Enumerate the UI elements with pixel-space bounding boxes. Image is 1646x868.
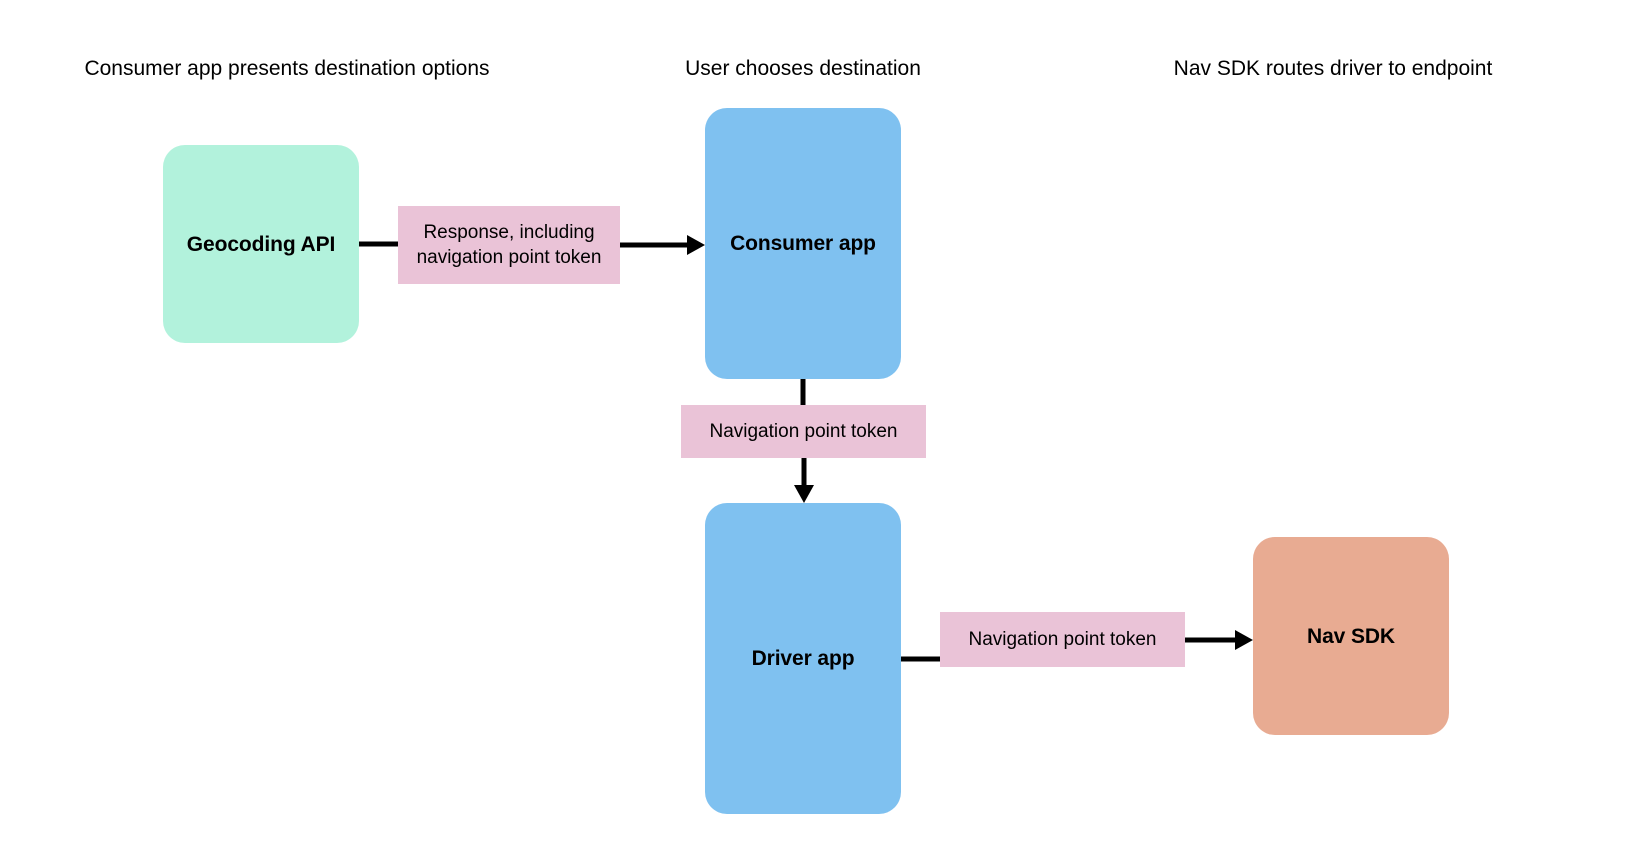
node-geocoding-api-label: Geocoding API [186,232,336,256]
edge-label-navigation-point-token-driver-navsdk-text: Navigation point token [968,629,1157,650]
node-driver-app[interactable]: Driver app [705,503,901,814]
connector-geocoding-to-label [359,234,398,254]
edge-label-navigation-point-token-driver-navsdk: Navigation point token [940,612,1185,667]
connector-label-to-navsdk [1185,629,1253,650]
column-header-user: User chooses destination [685,57,921,80]
node-driver-app-label: Driver app [751,647,855,670]
edge-label-navigation-point-token-consumer-driver-text: Navigation point token [709,421,898,442]
connector-label-to-consumer [620,235,705,255]
node-geocoding-api[interactable]: Geocoding API [163,145,359,343]
node-nav-sdk[interactable]: Nav SDK [1253,537,1449,735]
node-nav-sdk-label: Nav SDK [1307,624,1395,648]
node-consumer-app-label: Consumer app [730,232,876,255]
connector-label-to-driver [793,458,814,503]
column-header-consumer: Consumer app presents destination option… [84,57,490,80]
node-consumer-app[interactable]: Consumer app [705,108,901,379]
edge-label-navigation-point-token-consumer-driver: Navigation point token [681,405,926,458]
edge-label-response-text: Response, including navigation point tok… [416,222,602,268]
connector-consumer-to-label [793,379,813,405]
column-header-navsdk: Nav SDK routes driver to endpoint [1173,57,1493,80]
connector-driver-to-label [901,649,940,669]
edge-label-response: Response, including navigation point tok… [398,206,620,284]
